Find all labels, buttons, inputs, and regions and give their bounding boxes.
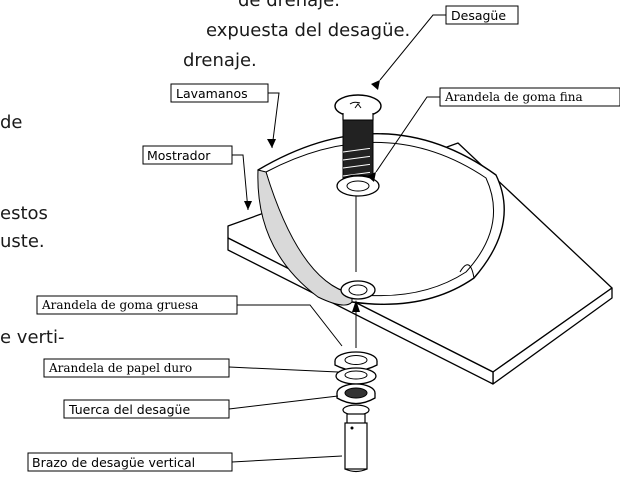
text-line-7: e verti- (0, 327, 65, 348)
drain-nut (336, 383, 376, 405)
label-arandela-fina: Arandela de goma fina (444, 90, 583, 104)
text-line-5: estos (0, 203, 48, 224)
text-line-2: expuesta del desagüe. (206, 20, 411, 41)
label-arandela-gruesa: Arandela de goma gruesa (41, 298, 198, 312)
vertical-tailpiece (342, 404, 370, 473)
leader-lines (228, 14, 446, 463)
drain-hole (340, 280, 376, 300)
leader-arrowheads (244, 80, 380, 210)
paper-washer (335, 367, 377, 385)
label-brazo: Brazo de desagüe vertical (32, 455, 195, 470)
thin-rubber-washer (336, 175, 380, 197)
arrow-up-lower (352, 300, 360, 312)
text-line-4: de (0, 112, 23, 133)
label-mostrador: Mostrador (147, 148, 211, 163)
text-line-6: uste. (0, 231, 45, 252)
text-line-1: de drenaje. (238, 0, 340, 11)
callout-boxes (27, 5, 620, 472)
label-desague: Desagüe (451, 8, 506, 23)
label-tuerca: Tuerca del desagüe (68, 402, 190, 417)
text-line-3: drenaje. (183, 50, 257, 71)
drain-part (334, 94, 382, 186)
label-arandela-papel: Arandela de papel duro (48, 361, 192, 375)
label-lavamanos: Lavamanos (176, 86, 248, 101)
